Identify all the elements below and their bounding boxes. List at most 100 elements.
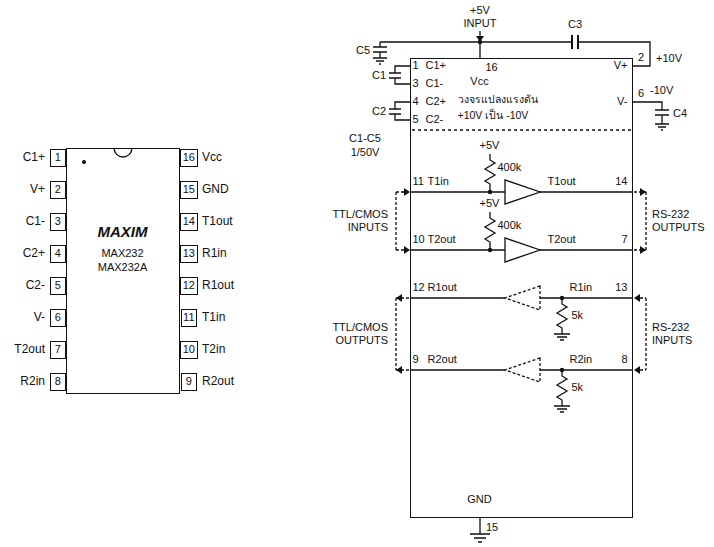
signal-name: +5V [480,197,500,210]
pin-number: 7 [55,343,61,356]
resistor-symbol [485,154,495,192]
converter-divider [412,129,631,130]
signal-name: Vcc [470,75,488,88]
pin-label: C2+ [23,247,45,261]
signal-name: 13 [615,281,627,294]
annotation-label: C1 [372,69,386,82]
annotation-label: RS-232 OUTPUTS [652,208,708,233]
pin-label: T1out [202,215,233,229]
pin-box: 9 [181,373,197,391]
annotation-label: C5 [356,44,370,57]
pin-label: C1+ [23,151,45,165]
pin-label: T1in [202,311,225,325]
signal-name: +10V เป็น -10V [458,109,529,121]
annotation-label: RS-232 INPUTS [652,321,708,346]
signal-name: C2+ [426,95,447,108]
brand-logo: MAXIM [98,223,148,240]
pin-number: 10 [183,343,195,356]
pin-label: R2out [202,375,234,389]
pin-box: 11 [181,309,197,327]
signal-name: 400k [498,219,522,232]
pin-number: 2 [55,183,61,196]
ic-block: 1C1+16VccV+3C1-4C2+วงจรแปลงแรงดันV-5C2-+… [410,58,633,518]
pin-box: 10 [180,341,197,359]
supply-wire [380,42,650,66]
pin-box: 16 [180,149,197,167]
signal-name: T1out [548,175,576,188]
pin-number: 1 [55,151,61,164]
signal-name: 5 [413,113,419,126]
signal-name: T2out [548,233,576,246]
signal-name: 1 [413,59,419,72]
signal-name: T1in [428,175,449,188]
capacitor-symbol [373,42,387,64]
pin-label: R1in [202,247,227,261]
signal-name: C1- [426,77,444,90]
annotation-label: C3 [568,18,582,31]
annotation-label: +10V [656,52,682,65]
signal-name: 11 [413,175,424,188]
pin-number: 13 [183,247,195,260]
signal-name: C2- [426,113,444,126]
pin-number: 9 [186,375,192,388]
ic-body: MAXIMMAX232MAX232A [66,148,180,394]
driver-buffer [505,180,540,204]
signal-wire [410,192,633,370]
signal-name: V- [617,95,627,108]
ic-notch [114,148,132,157]
pin-label: R1out [202,279,234,293]
signal-name: R2out [428,353,457,366]
junction-dot [478,40,482,44]
signal-name: T2out [428,233,456,246]
signal-name: 7 [621,233,627,246]
pin-label: C1- [26,215,45,229]
signal-name: วงจรแปลงแรงดัน [458,93,538,105]
signal-name: 10 [413,233,425,246]
pin-number: 6 [55,311,61,324]
pin-box: 12 [180,277,197,295]
pin-label: C2- [26,279,45,293]
signal-name: 5k [572,381,584,394]
annotation-label: C1-C5 [349,132,381,145]
pin-box: 5 [50,277,66,295]
bracket-line [396,192,646,370]
pin-box: 4 [50,245,66,263]
signal-name: 4 [413,95,419,108]
signal-name: C1+ [426,59,447,72]
driver-buffer [505,238,540,262]
pin-box: 13 [180,245,197,263]
signal-name: 12 [413,281,425,294]
signal-name: 5k [572,309,584,322]
pin-label: T2in [202,343,225,357]
annotation-label: 15 [486,521,498,534]
pin-box: 6 [50,309,66,327]
capacitor-symbol [389,66,410,84]
annotation-label: -10V [650,84,673,97]
pin-box: 15 [180,181,197,199]
pin-number: 11 [183,311,194,324]
pin1-dot [82,160,86,164]
signal-name: 8 [621,353,627,366]
receiver-buffer [505,358,540,382]
signal-name: 14 [615,175,627,188]
pin-box: 8 [50,373,66,391]
signal-name: R1out [428,281,457,294]
pin-box: 2 [50,181,66,199]
signal-name: 16 [486,61,498,74]
annotation-label: 1/50V [351,146,380,159]
pin-number: 15 [183,183,195,196]
pin-box: 3 [50,213,66,231]
pin-number: 12 [183,279,195,292]
junction-dot [488,248,492,252]
junction-dot [488,190,492,194]
part-number: MAX232 [101,247,143,260]
pin-number: 14 [183,215,195,228]
arrow-heads [396,188,646,374]
signal-name: 400k [498,161,522,174]
signal-name: 9 [413,353,419,366]
resistor-symbol [554,298,570,340]
pin-label: GND [202,183,229,197]
pin-label: T2out [14,343,45,357]
